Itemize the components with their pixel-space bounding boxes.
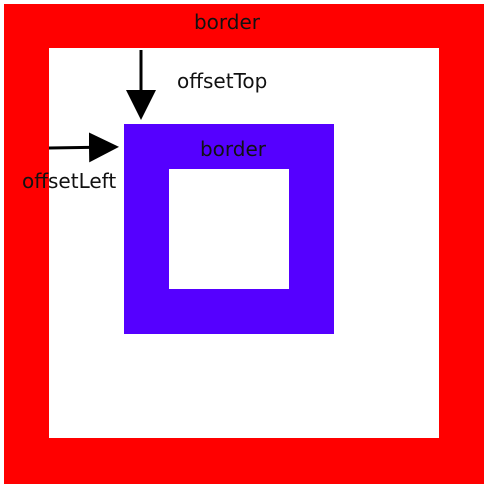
outer-border-label: border <box>194 10 261 34</box>
offset-top-label: offsetTop <box>177 69 267 93</box>
inner-content-area <box>169 169 289 289</box>
inner-border-label: border <box>200 137 267 161</box>
offset-left-label: offsetLeft <box>22 169 116 193</box>
offset-left-arrow <box>48 132 119 163</box>
